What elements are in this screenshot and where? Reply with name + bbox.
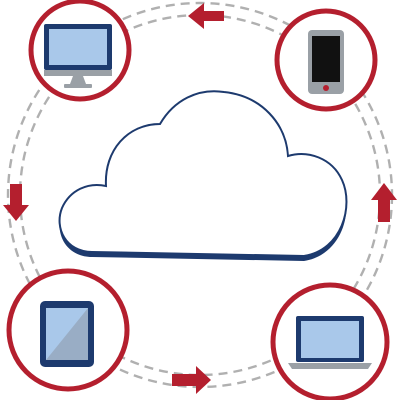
phone-screen bbox=[312, 36, 340, 82]
laptop-screen bbox=[301, 321, 359, 358]
monitor-base bbox=[64, 84, 92, 88]
tablet-node bbox=[6, 268, 130, 392]
monitor-chin bbox=[44, 70, 112, 76]
arrow-left-icon bbox=[188, 3, 224, 29]
laptop-node bbox=[270, 282, 390, 402]
monitor-stand bbox=[70, 76, 86, 84]
phone-home-button bbox=[323, 85, 329, 91]
flow-arrows bbox=[3, 3, 397, 394]
tablet-glare bbox=[46, 308, 88, 360]
monitor-icon bbox=[44, 24, 112, 88]
laptop-base bbox=[288, 363, 372, 369]
cloud-body bbox=[58, 90, 348, 258]
arrow-down-icon bbox=[3, 184, 29, 221]
phone-icon bbox=[308, 30, 344, 94]
monitor-screen bbox=[49, 29, 107, 65]
tablet-icon bbox=[40, 301, 94, 367]
laptop-icon bbox=[288, 316, 372, 369]
arrow-up-icon bbox=[371, 183, 397, 222]
arrow-right-icon bbox=[172, 366, 211, 394]
cloud-icon bbox=[58, 90, 348, 261]
desktop-monitor-node bbox=[28, 0, 132, 102]
smartphone-node bbox=[274, 8, 378, 112]
